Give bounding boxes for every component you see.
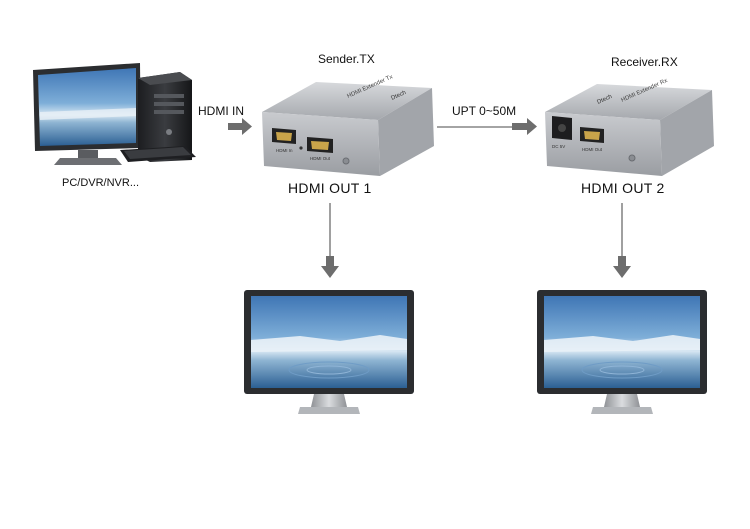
arrow-out-2 — [613, 203, 631, 278]
tx-brand-print: Dtech — [390, 90, 407, 102]
rx-dc-port — [552, 116, 572, 140]
hdmi-out-1-label: HDMI OUT 1 — [288, 180, 372, 196]
tx-hdmi-in-port — [272, 128, 296, 144]
receiver-device: Dtech HDMI Extender Rx DC 5V HDMI Out — [545, 78, 714, 176]
receiver-label: Receiver.RX — [611, 55, 678, 69]
output-monitor-2 — [537, 290, 707, 414]
source-pc — [33, 63, 196, 165]
rx-hdmi-out-port — [580, 127, 604, 143]
hdmi-out-2-label: HDMI OUT 2 — [581, 180, 665, 196]
pc-monitor — [33, 63, 141, 165]
hdmi-in-label: HDMI IN — [198, 104, 244, 118]
upt-distance-label: UPT 0~50M — [452, 104, 517, 118]
sender-label: Sender.TX — [318, 52, 375, 66]
pc-tower — [138, 72, 192, 162]
source-label: PC/DVR/NVR... — [62, 177, 140, 189]
rx-port-b-print: HDMI Out — [582, 147, 603, 152]
tx-port-b-print: HDMI Out — [310, 156, 331, 161]
tx-hdmi-out-port — [307, 137, 333, 153]
arrow-hdmi-in — [228, 118, 252, 135]
sender-device: HDMI Extender Tx Dtech HDMI In HDMI Out — [262, 74, 434, 176]
rx-port-a-print: DC 5V — [552, 144, 565, 149]
rx-brand-print: Dtech — [596, 94, 613, 106]
tx-port-a-print: HDMI In — [276, 148, 293, 153]
tx-led — [299, 146, 303, 150]
tx-screw — [342, 157, 350, 165]
arrow-upt — [437, 118, 537, 135]
arrow-out-1 — [321, 203, 339, 278]
output-monitor-1 — [244, 290, 414, 414]
rx-screw — [628, 154, 636, 162]
keyboard — [120, 146, 196, 162]
